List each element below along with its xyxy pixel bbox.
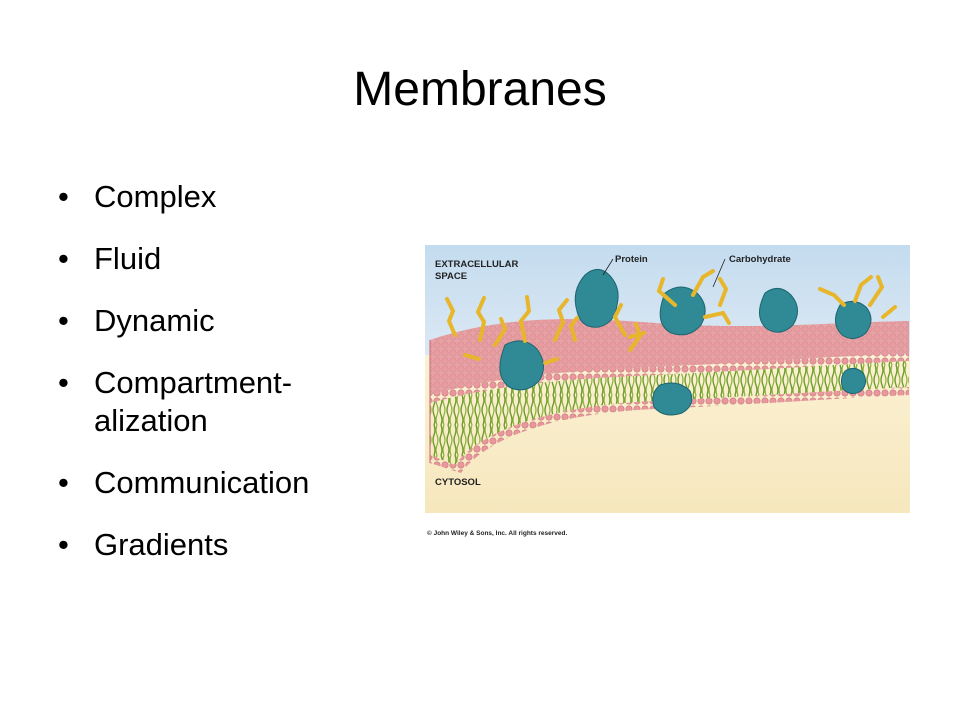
protein-shape [759,288,798,333]
slide-title: Membranes [353,63,607,116]
bullet-glyph: • [58,465,69,500]
bullet-text: Complex [94,179,217,214]
bullet-text: Communication [94,465,310,500]
bullet-text: Dynamic [94,303,215,338]
extracellular-label: SPACE [435,271,467,282]
copyright-credit: © John Wiley & Sons, Inc. All rights res… [427,530,568,537]
protein-shape [499,340,544,391]
bullet-glyph: • [58,365,69,400]
bullet-text: Gradients [94,527,229,562]
protein-shape [840,367,867,395]
carbohydrate-leader-line [712,258,726,288]
bullet-item: • Dynamic [58,302,398,340]
bullet-text: Fluid [94,241,162,276]
bullet-glyph: • [58,241,69,276]
bullet-item: • Fluid [58,240,398,278]
protein-shape [835,301,872,339]
membrane-upper-heads [430,353,909,403]
bullet-item: • Gradients [58,526,398,564]
bullet-glyph: • [58,179,69,214]
membrane-tails [430,361,909,465]
carbohydrate-chains [445,269,897,365]
bullet-text: Compartment-alization [94,365,293,438]
cytosol-label: CYTOSOL [435,477,481,488]
extracellular-label: EXTRACELLULAR [435,259,519,270]
protein-label: Protein [615,254,648,265]
bullet-glyph: • [58,303,69,338]
bullet-item: • Compartment-alization [58,364,398,440]
protein-shape [659,286,706,336]
protein-shape [652,382,693,416]
membrane-diagram: EXTRACELLULAR SPACE Protein Carbohydrate… [425,245,910,513]
protein-shape [574,269,619,328]
bullet-glyph: • [58,527,69,562]
bullet-list: • Complex • Fluid • Dynamic • Compartment-al… [58,178,398,588]
bullet-item: • Communication [58,464,398,502]
bullet-item: • Complex [58,178,398,216]
protein-leader-line [602,258,614,276]
carbohydrate-label: Carbohydrate [729,254,791,265]
